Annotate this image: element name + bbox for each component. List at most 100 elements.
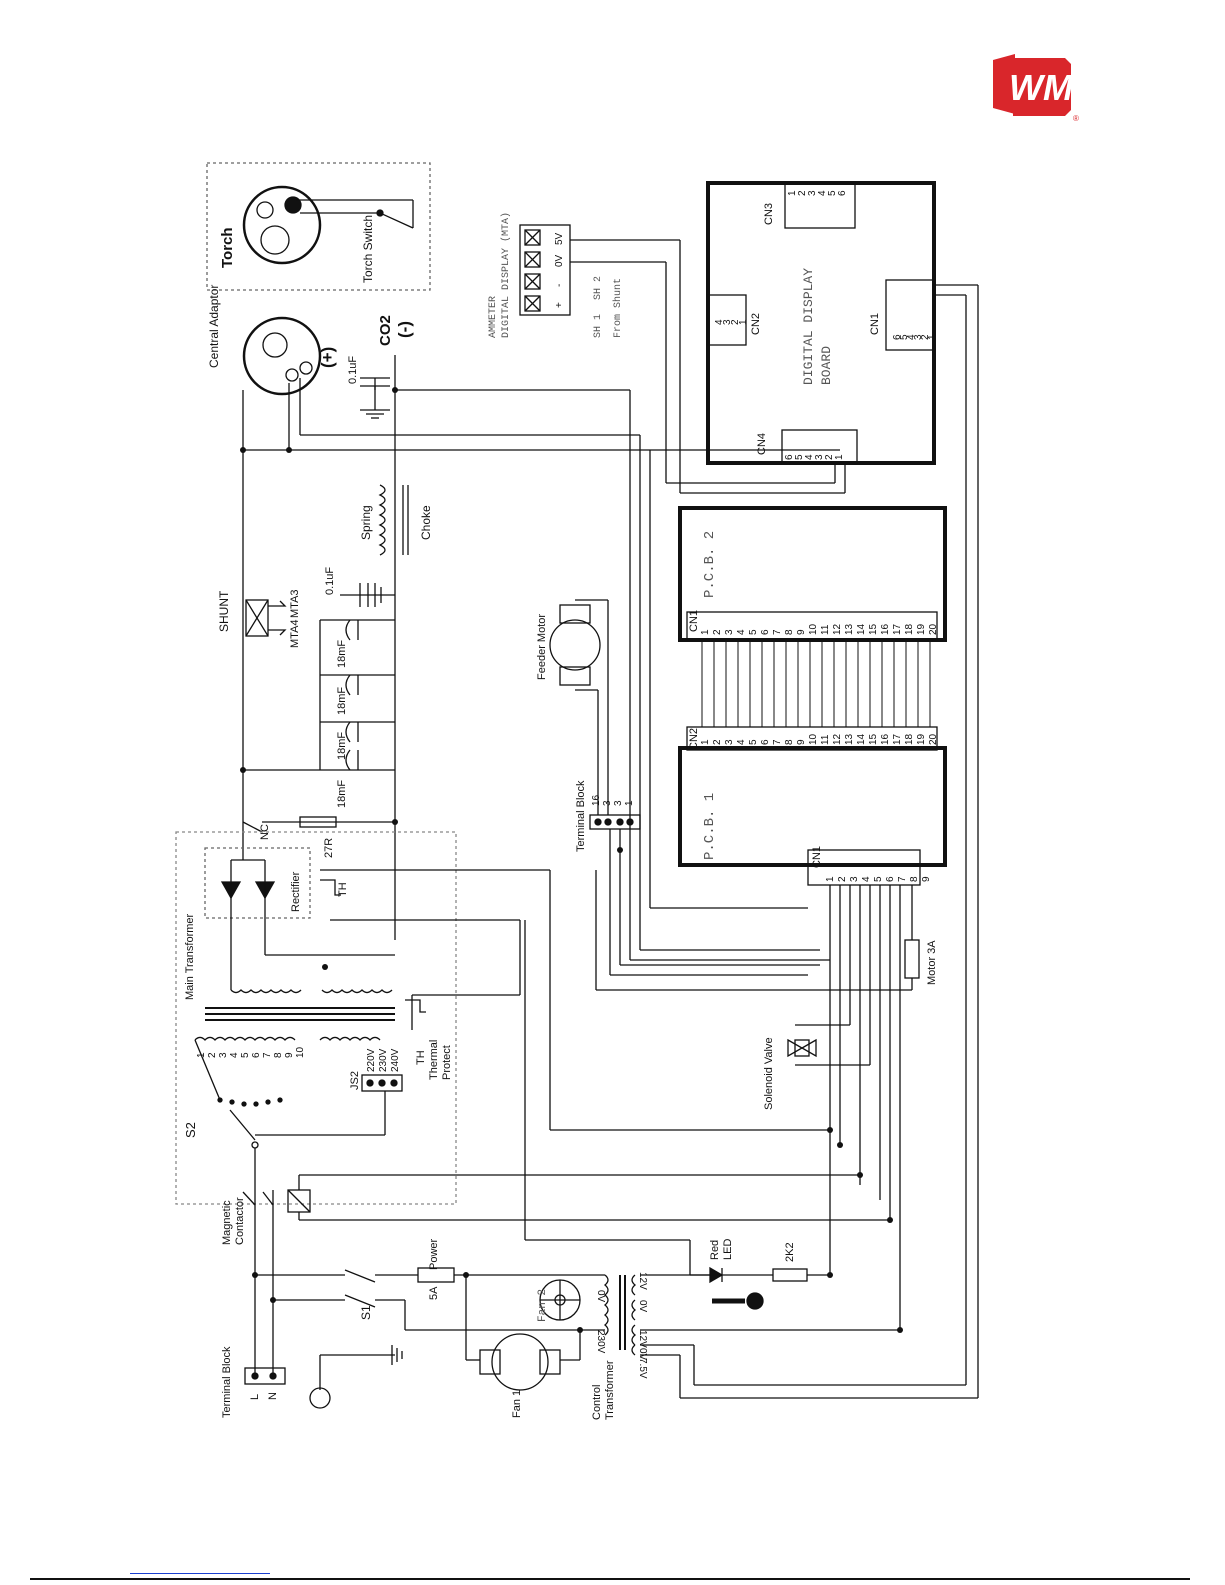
- label-terminal-block-main: Terminal Block: [221, 1346, 233, 1418]
- label-choke: Choke: [419, 505, 433, 540]
- torch-connector: [242, 185, 322, 265]
- label-ammeter-sh2: SH 2: [593, 276, 604, 300]
- dd-cn2-pin-3: 2: [730, 319, 741, 325]
- label-rectifier: Rectifier: [290, 871, 302, 912]
- pcb1-cn2: [686, 726, 938, 751]
- label-co2: CO2: [377, 315, 394, 346]
- label-n: N: [267, 1392, 279, 1400]
- dd-cn3-pin-6: 6: [837, 190, 848, 196]
- label-protect: Protect: [441, 1045, 453, 1080]
- label-ammeter-sh1: SH 1: [593, 314, 604, 338]
- dd-cn3-pin-3: 3: [807, 190, 818, 196]
- tap-number-7: 7: [262, 1052, 273, 1058]
- label-pcb2: P.C.B. 2: [702, 531, 718, 598]
- pcb-ribbon: [701, 640, 931, 727]
- pcb2-cn1: [686, 611, 938, 641]
- label-ct-0v-b: 0V: [637, 1300, 648, 1313]
- pcb2-cn1-pin-17: 17: [892, 623, 903, 635]
- dd-cn1: [885, 279, 935, 351]
- torch-box: [206, 162, 431, 291]
- label-pin-5v: 5V: [554, 232, 565, 245]
- label-240v: 240V: [390, 1048, 401, 1072]
- pcb2-cn1-pin-12: 12: [832, 623, 843, 635]
- label-ammeter-title2: DIGITAL DISPLAY (MTA): [500, 212, 512, 338]
- pcb2-cn1-pin-15: 15: [868, 623, 879, 635]
- shunt: [245, 599, 269, 637]
- label-main-transformer: Main Transformer: [184, 913, 196, 1000]
- label-dd-cn2: CN2: [750, 313, 762, 335]
- tap-number-9: 9: [284, 1052, 295, 1058]
- main-transformer-dashed: [175, 831, 457, 1205]
- pcb1-cn2-pin-17: 17: [892, 733, 903, 745]
- label-tb-16: 16: [591, 794, 602, 806]
- label-ct-12v-a: 12V: [637, 1272, 648, 1290]
- dd-cn4-pin-1: 6: [784, 454, 795, 460]
- dd-cn1-pin-1: 6: [892, 334, 903, 340]
- wm-logo: WM ®: [993, 54, 1079, 122]
- pcb2-cn1-pin-14: 14: [856, 623, 867, 635]
- earth-symbol: [309, 1387, 331, 1409]
- label-central-adaptor: Central Adaptor: [207, 285, 221, 368]
- logo-text: WM: [1009, 67, 1074, 108]
- resistor-27r: [299, 816, 337, 828]
- pcb1-cn2-pin-4: 4: [736, 739, 747, 745]
- thermistor-bulb: [746, 1292, 764, 1310]
- dd-cn3-pin-1: 1: [787, 190, 798, 196]
- ammeter-connector: [519, 224, 571, 316]
- label-5a: 5A: [428, 1286, 440, 1300]
- pcb2-cn1-pin-13: 13: [844, 623, 855, 635]
- pcb1-cn1-pin-3: 3: [849, 876, 860, 882]
- label-pin-minus: -: [554, 284, 565, 287]
- label-ct-75v: 7.5V: [637, 1358, 648, 1379]
- label-mta3: MTA3: [289, 589, 301, 618]
- pcb2-cn1-pin-20: 20: [928, 623, 939, 635]
- footer-link-underline[interactable]: [130, 1573, 270, 1574]
- label-motor-3a: Motor 3A: [926, 940, 938, 985]
- label-transformer: Transformer: [604, 1360, 616, 1420]
- pcb1-cn1-pin-7: 7: [897, 876, 908, 882]
- terminal-block-pcb: [589, 814, 641, 830]
- label-18mf-3: 18mF: [336, 732, 348, 760]
- label-27r: 27R: [323, 838, 335, 858]
- label-torch-switch: Torch Switch: [361, 215, 375, 283]
- label-dd-board-2: BOARD: [819, 346, 834, 385]
- pcb2-cn1-pin-7: 7: [772, 629, 783, 635]
- dd-cn4-pin-4: 3: [814, 454, 825, 460]
- dd-cn1-pin-3: 4: [906, 334, 917, 340]
- pcb2-board: [678, 506, 947, 642]
- label-plus: (+): [318, 347, 337, 368]
- dd-cn4-pin-3: 4: [804, 454, 815, 460]
- pcb2-cn1-pin-2: 2: [712, 629, 723, 635]
- label-230v: 230V: [378, 1048, 389, 1072]
- label-minus: (-): [395, 321, 414, 338]
- label-shunt: SHUNT: [217, 590, 231, 632]
- dd-cn2-pin-4: 1: [738, 319, 749, 325]
- label-l: L: [249, 1394, 261, 1400]
- label-thermal: Thermal: [428, 1040, 440, 1080]
- fuse-motor-3a: [904, 939, 920, 979]
- spring-coil: [378, 484, 386, 556]
- label-control: Control: [591, 1385, 603, 1420]
- pcb1-cn2-pin-2: 2: [712, 739, 723, 745]
- label-ct-0v-c: 0V: [637, 1348, 648, 1361]
- dd-cn3: [784, 182, 856, 229]
- label-spring: Spring: [359, 505, 373, 540]
- tap-number-10: 10: [295, 1046, 306, 1058]
- central-adaptor-connector: [242, 316, 322, 396]
- label-fan2: Fan 2: [537, 1289, 549, 1322]
- pcb1-cn2-pin-14: 14: [856, 733, 867, 745]
- label-terminal-block-pcb: Terminal Block: [575, 780, 587, 852]
- dd-cn1-pin-2: 5: [899, 334, 910, 340]
- label-th-rect: TH: [337, 882, 349, 897]
- label-s1: S1: [359, 1305, 373, 1320]
- label-18mf-1: 18mF: [336, 640, 348, 668]
- dd-cn1-pin-6: 1: [927, 334, 938, 340]
- label-pin-plus: +: [554, 302, 565, 308]
- label-fan1: Fan 1: [511, 1390, 523, 1418]
- label-tb-3b: 3: [613, 800, 624, 806]
- pcb1-cn2-pin-11: 11: [820, 734, 831, 745]
- pcb1-cn1-pin-8: 8: [909, 876, 920, 882]
- label-dd-board-1: DIGITAL DISPLAY: [801, 268, 816, 385]
- label-220v: 220V: [366, 1048, 377, 1072]
- label-power: Power: [428, 1238, 440, 1270]
